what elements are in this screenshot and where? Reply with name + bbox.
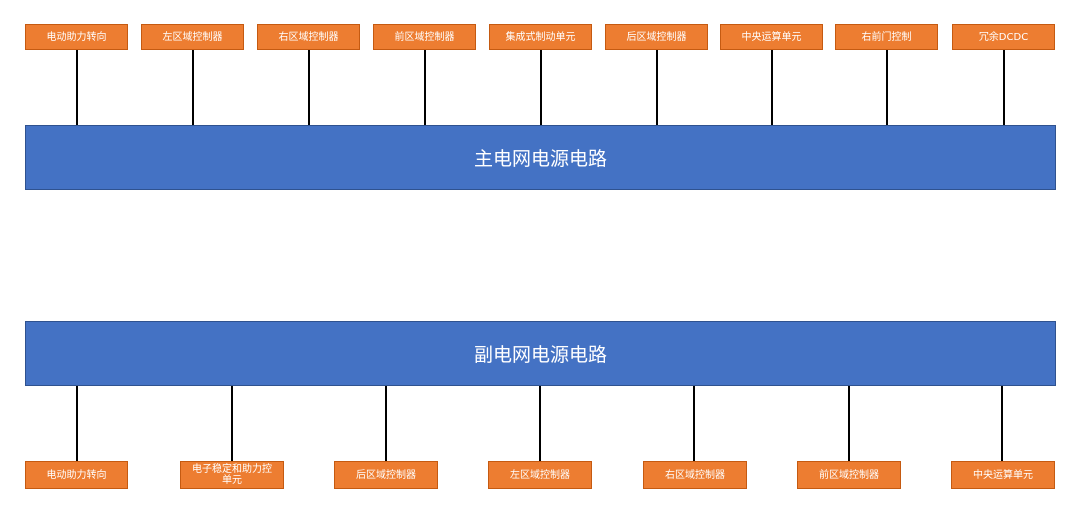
main-unit-left-zone-controller: 左区域控制器 xyxy=(141,24,244,50)
main-power-bus-label: 主电网电源电路 xyxy=(473,148,607,170)
main-unit-right-zone-controller: 右区域控制器 xyxy=(257,24,360,50)
aux-wire-1 xyxy=(76,386,78,461)
main-unit-front-zone-controller: 前区域控制器 xyxy=(373,24,476,50)
main-unit-central-compute: 中央运算单元 xyxy=(720,24,823,50)
aux-unit-eps: 电动助力转向 xyxy=(25,461,128,489)
main-wire-4 xyxy=(424,50,426,125)
aux-unit-front-zone-controller: 前区域控制器 xyxy=(797,461,901,489)
aux-wire-5 xyxy=(693,386,695,461)
aux-wire-6 xyxy=(848,386,850,461)
aux-power-bus: 副电网电源电路 xyxy=(25,321,1056,386)
main-wire-8 xyxy=(886,50,888,125)
main-wire-2 xyxy=(192,50,194,125)
main-unit-redundant-dcdc: 冗余DCDC xyxy=(952,24,1055,50)
main-wire-3 xyxy=(308,50,310,125)
aux-unit-rear-zone-controller: 后区域控制器 xyxy=(334,461,438,489)
main-power-bus: 主电网电源电路 xyxy=(25,125,1056,190)
aux-wire-4 xyxy=(539,386,541,461)
main-wire-5 xyxy=(540,50,542,125)
main-wire-7 xyxy=(771,50,773,125)
main-unit-rear-zone-controller: 后区域控制器 xyxy=(605,24,708,50)
main-wire-9 xyxy=(1003,50,1005,125)
aux-unit-esc-booster: 电子稳定和助力控 单元 xyxy=(180,461,284,489)
aux-power-bus-label: 副电网电源电路 xyxy=(473,344,607,366)
aux-wire-2 xyxy=(231,386,233,461)
main-wire-1 xyxy=(76,50,78,125)
main-unit-right-front-door: 右前门控制 xyxy=(835,24,938,50)
aux-wire-7 xyxy=(1001,386,1003,461)
aux-unit-left-zone-controller: 左区域控制器 xyxy=(488,461,592,489)
main-wire-6 xyxy=(656,50,658,125)
aux-unit-right-zone-controller: 右区域控制器 xyxy=(643,461,747,489)
main-unit-integrated-brake: 集成式制动单元 xyxy=(489,24,592,50)
main-unit-eps: 电动助力转向 xyxy=(25,24,128,50)
aux-wire-3 xyxy=(385,386,387,461)
aux-unit-central-compute: 中央运算单元 xyxy=(951,461,1055,489)
